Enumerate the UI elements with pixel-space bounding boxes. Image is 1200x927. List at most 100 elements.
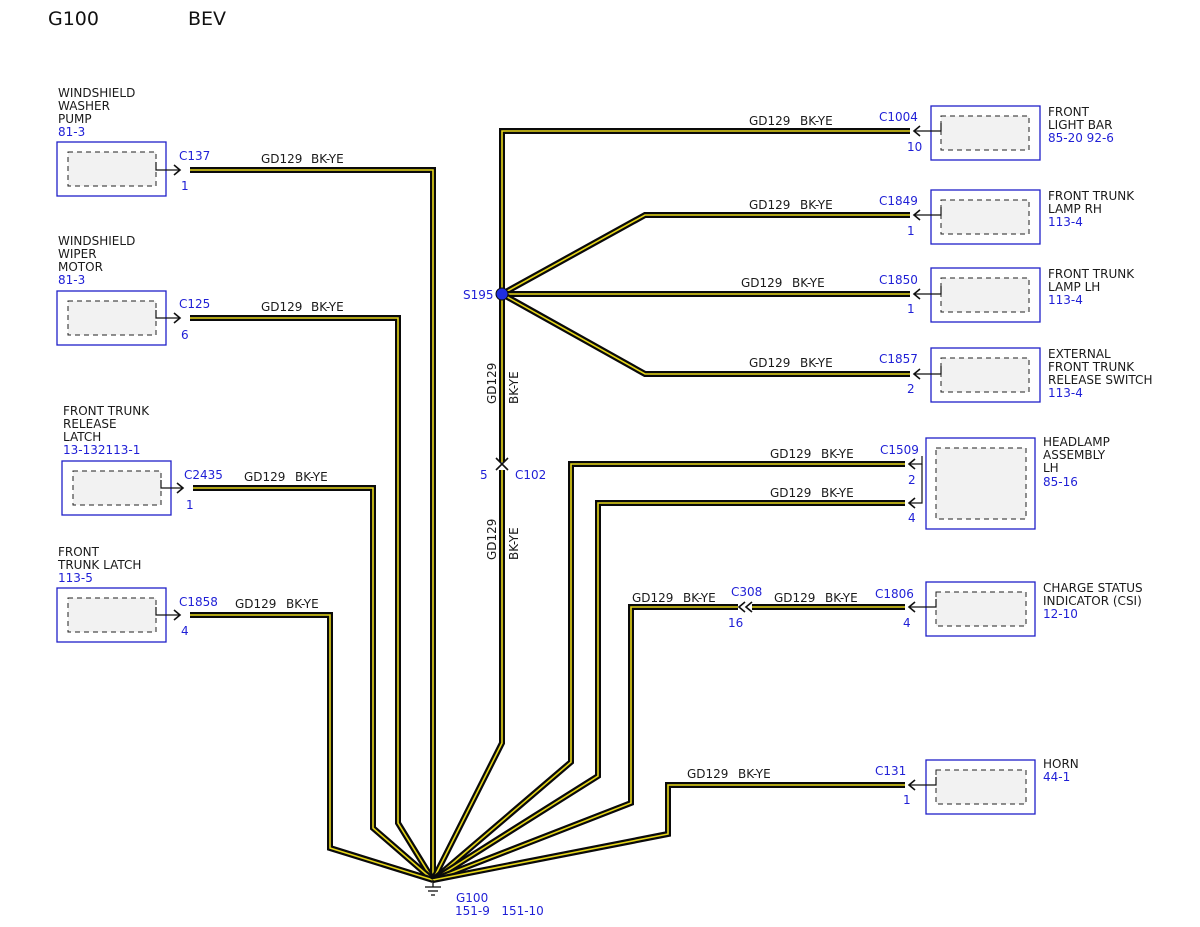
- wire-c102-to-g100[interactable]: [430, 470, 505, 882]
- component-ref-link[interactable]: 113-5: [58, 571, 93, 585]
- component-name-line: FRONT: [58, 545, 100, 559]
- ground-label[interactable]: G100: [456, 891, 488, 905]
- wire-label-circuit: GD129: [244, 470, 285, 484]
- component-ref-link[interactable]: 44-1: [1043, 770, 1070, 784]
- component-name-line: LAMP LH: [1048, 280, 1100, 294]
- wire-label-circuit: GD129: [749, 356, 790, 370]
- wire-label-circuit: GD129: [770, 486, 811, 500]
- connector-label[interactable]: C102: [515, 468, 546, 482]
- wire-c1509-pin2[interactable]: [431, 461, 905, 883]
- component-windshield-washer-pump[interactable]: WINDSHIELD WASHER PUMP 81-3 C137 1: [56, 86, 210, 197]
- pin-number: 16: [728, 616, 743, 630]
- component-name-line: FRONT TRUNK: [63, 404, 150, 418]
- wire-c1857[interactable]: [500, 291, 910, 377]
- connector-label[interactable]: C1806: [875, 587, 914, 601]
- component-front-trunk-latch[interactable]: FRONT TRUNK LATCH 113-5 C1858 4: [56, 545, 218, 643]
- component-inner-box: [67, 300, 157, 336]
- pin-lead: [914, 123, 942, 132]
- component-windshield-wiper-motor[interactable]: WINDSHIELD WIPER MOTOR 81-3 C125 6: [56, 234, 210, 346]
- wire-c1858[interactable]: [190, 612, 434, 883]
- component-name-line: LAMP RH: [1048, 202, 1102, 216]
- wire-label-color: BK-YE: [800, 356, 833, 370]
- connector-label[interactable]: C1857: [879, 352, 918, 366]
- pin-number: 4: [903, 616, 911, 630]
- component-ref-link[interactable]: 81-3: [58, 125, 85, 139]
- wire-label-color: BK-YE: [738, 767, 771, 781]
- component-front-light-bar[interactable]: C1004 10 FRONT LIGHT BAR 85-20 92-6: [879, 105, 1114, 161]
- pin-lead: [909, 777, 937, 786]
- component-charge-status-indicator[interactable]: C1806 4 CHARGE STATUS INDICATOR (CSI) 12…: [875, 581, 1143, 637]
- wire-label-color: BK-YE: [792, 276, 825, 290]
- connector-arrow-icon: [912, 368, 921, 380]
- connector-arrow-icon: [907, 601, 916, 613]
- component-external-release-switch[interactable]: C1857 2 EXTERNAL FRONT TRUNK RELEASE SWI…: [879, 347, 1152, 403]
- component-name-line: INDICATOR (CSI): [1043, 594, 1142, 608]
- connector-label[interactable]: C131: [875, 764, 906, 778]
- pin-number: 4: [181, 624, 189, 638]
- component-front-trunk-lamp-lh[interactable]: C1850 1 FRONT TRUNK LAMP LH 113-4: [879, 267, 1135, 323]
- wire-label-color: BK-YE: [821, 486, 854, 500]
- wire-label-circuit: GD129: [749, 198, 790, 212]
- ground-ref-links[interactable]: 151-9 151-10: [455, 904, 544, 918]
- pin-lead: [155, 607, 180, 616]
- wire-c125[interactable]: [190, 315, 436, 882]
- connector-label[interactable]: C308: [731, 585, 762, 599]
- wire-c131[interactable]: [432, 782, 905, 883]
- component-name-line: FRONT TRUNK: [1048, 360, 1135, 374]
- ground-g100[interactable]: G100 151-9 151-10: [425, 880, 544, 918]
- component-horn[interactable]: C131 1 HORN 44-1: [875, 757, 1079, 815]
- inline-connector-c308[interactable]: C308 16: [728, 585, 762, 630]
- component-ref-link[interactable]: 113-4: [1048, 215, 1083, 229]
- component-inner-box: [935, 591, 1027, 627]
- component-name-line: LIGHT BAR: [1048, 118, 1112, 132]
- wire-label-circuit: GD129: [261, 300, 302, 314]
- connector-arrow-icon: [173, 312, 182, 324]
- wire-label-circuit-vertical: GD129: [485, 519, 499, 560]
- wire-c308-to-g100[interactable]: [431, 604, 738, 883]
- component-name-line: WASHER: [58, 99, 110, 113]
- component-inner-box: [72, 470, 162, 506]
- pin-number: 1: [186, 498, 194, 512]
- component-ref-link[interactable]: 85-16: [1043, 475, 1078, 489]
- wire-label-circuit: GD129: [741, 276, 782, 290]
- component-front-trunk-release-latch[interactable]: FRONT TRUNK RELEASE LATCH 13-132113-1 C2…: [61, 404, 223, 516]
- connector-label[interactable]: C125: [179, 297, 210, 311]
- wire-label-circuit: GD129: [261, 152, 302, 166]
- wire-c2435[interactable]: [193, 485, 435, 883]
- wire-c1509-pin4[interactable]: [431, 500, 905, 883]
- connector-label[interactable]: C1858: [179, 595, 218, 609]
- component-name-line: ASSEMBLY: [1043, 448, 1106, 462]
- splice-s195[interactable]: S195: [463, 287, 509, 302]
- connector-label[interactable]: C2435: [184, 468, 223, 482]
- pin-lead: [914, 366, 942, 375]
- connector-label[interactable]: C1004: [879, 110, 918, 124]
- component-ref-link[interactable]: 113-4: [1048, 386, 1083, 400]
- component-inner-box: [940, 357, 1030, 393]
- component-name-line: RELEASE SWITCH: [1048, 373, 1152, 387]
- connector-label[interactable]: C137: [179, 149, 210, 163]
- wire-label-color: BK-YE: [800, 198, 833, 212]
- connector-label[interactable]: C1850: [879, 273, 918, 287]
- component-ref-link[interactable]: 113-4: [1048, 293, 1083, 307]
- component-headlamp-assembly-lh[interactable]: C1509 2 4 HEADLAMP ASSEMBLY LH 85-16: [880, 435, 1110, 530]
- component-ref-link[interactable]: 81-3: [58, 273, 85, 287]
- wire-c1004[interactable]: [499, 128, 910, 294]
- component-name-line: MOTOR: [58, 260, 103, 274]
- connector-label[interactable]: C1849: [879, 194, 918, 208]
- component-front-trunk-lamp-rh[interactable]: C1849 1 FRONT TRUNK LAMP RH 113-4: [879, 189, 1135, 245]
- component-name-line: TRUNK LATCH: [57, 558, 141, 572]
- component-ref-link[interactable]: 12-10: [1043, 607, 1078, 621]
- splice-label[interactable]: S195: [463, 288, 494, 302]
- inline-connector-c102[interactable]: 5 C102: [480, 457, 546, 482]
- wire-label-circuit: GD129: [687, 767, 728, 781]
- component-inner-box: [940, 115, 1030, 151]
- component-ref-link[interactable]: 85-20 92-6: [1048, 131, 1114, 145]
- wire-c137[interactable]: [190, 167, 436, 880]
- page-title-ground: G100: [48, 8, 99, 30]
- wire-c1849[interactable]: [500, 212, 910, 297]
- connector-label[interactable]: C1509: [880, 443, 919, 457]
- connector-arrow-icon: [912, 209, 921, 221]
- pin-lead: [155, 162, 180, 171]
- component-ref-link[interactable]: 13-132113-1: [63, 443, 140, 457]
